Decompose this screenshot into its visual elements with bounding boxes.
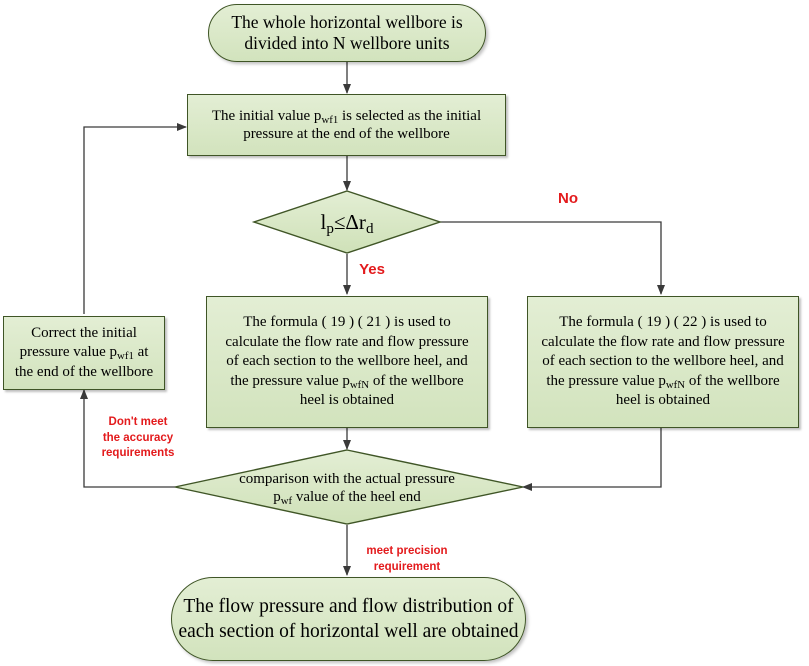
- no-label: No: [558, 190, 578, 207]
- init-process-box: The initial value pwf1 is selected as th…: [187, 94, 506, 156]
- arrow-no-to-formula: [440, 221, 665, 295]
- correct-initial-box: Correct the initial pressure value pwf1 …: [3, 316, 165, 390]
- init-line1: The initial value pwf1 is selected as th…: [211, 107, 482, 126]
- yes-label: Yes: [359, 261, 385, 278]
- formula-no-box: The formula ( 19 ) ( 22 ) is used to cal…: [527, 296, 799, 428]
- start-line2: divided into N wellbore units: [244, 33, 450, 53]
- start-line1: The whole horizontal wellbore is: [231, 11, 463, 32]
- end-line2: each section of horizontal well are obta…: [178, 621, 519, 642]
- formula-yes-box: The formula ( 19 ) ( 21 ) is used to cal…: [206, 296, 488, 428]
- arrow-decision2-to-correct: [80, 389, 175, 488]
- meet-precision-label: meet precision requirement: [366, 545, 448, 573]
- decision1-label: lp≤Δrd: [320, 209, 374, 237]
- end-line1: The flow pressure and flow distribution …: [183, 595, 514, 617]
- start-terminal: The whole horizontal wellbore is divided…: [208, 4, 486, 62]
- decision2-label: comparison with the actual pressure pwf …: [239, 471, 455, 508]
- decision1-diamond: [251, 190, 443, 254]
- arrow-formula-no-to-decision2: [522, 428, 662, 491]
- arrow-correct-to-init: [83, 123, 187, 314]
- dont-meet-label: Don't meet the accuracy requirements: [101, 416, 175, 460]
- decision2-diamond: [174, 449, 524, 525]
- init-line2: pressure at the end of the wellbore: [243, 126, 450, 142]
- end-terminal: The flow pressure and flow distribution …: [171, 577, 526, 661]
